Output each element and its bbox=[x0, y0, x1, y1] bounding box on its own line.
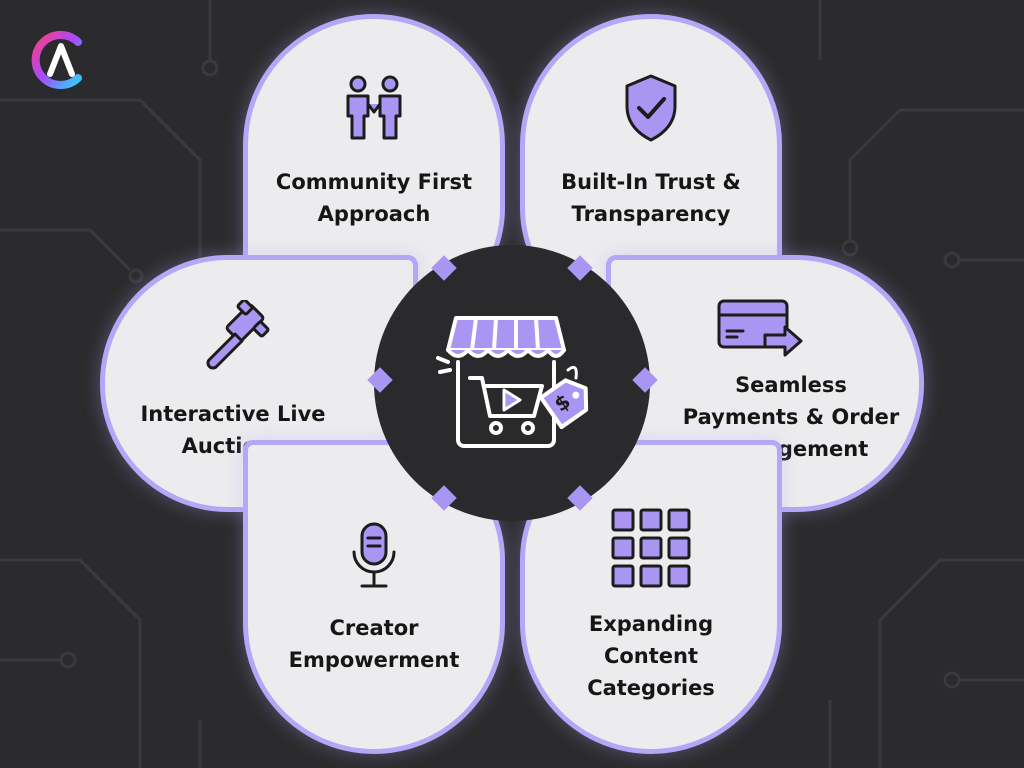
petal-label: Interactive Live Auctions bbox=[140, 401, 326, 458]
petal-label: Built-In Trust & Transparency bbox=[561, 170, 741, 226]
ac-logo-icon bbox=[31, 31, 82, 89]
shield-check-icon bbox=[625, 74, 677, 142]
people-holding-hands-icon bbox=[346, 75, 402, 140]
microphone-icon bbox=[352, 522, 396, 588]
card-arrow-icon bbox=[717, 299, 803, 356]
gavel-icon bbox=[206, 299, 270, 369]
petal-label: Creator Empowerment bbox=[288, 616, 460, 672]
petal-label: Community First Approach bbox=[275, 170, 473, 226]
petal-label: Expanding Content Categories bbox=[587, 612, 715, 700]
center-hub bbox=[380, 251, 644, 515]
grid-icon bbox=[611, 508, 691, 588]
storefront-cart-video-tag-icon: $ bbox=[436, 316, 589, 448]
